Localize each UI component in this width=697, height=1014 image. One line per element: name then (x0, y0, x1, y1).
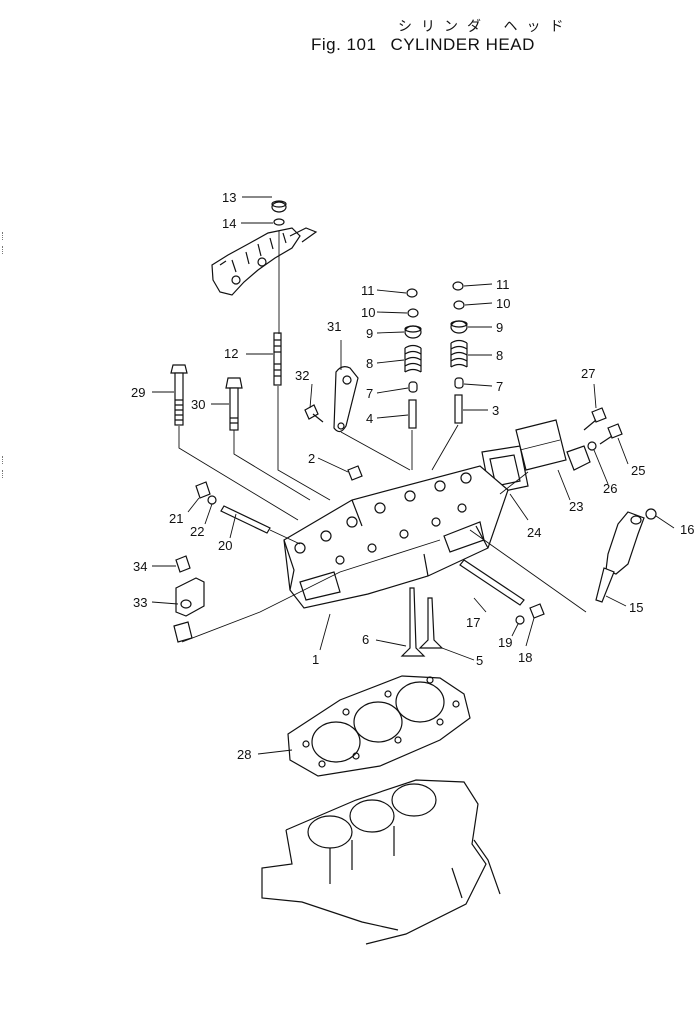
rocker-arm-assembly (211, 200, 318, 296)
callout-1: 1 (312, 652, 319, 667)
scan-mark (2, 456, 5, 464)
figure-caption: CYLINDER HEAD (390, 35, 535, 54)
callout-28: 28 (237, 747, 251, 762)
callout-8-left: 8 (366, 356, 373, 371)
scan-mark (2, 232, 5, 240)
callout-15: 15 (629, 600, 643, 615)
callout-12: 12 (224, 346, 238, 361)
valve-spring-stack-exhaust (450, 281, 468, 424)
callout-11-left: 11 (361, 283, 375, 298)
callout-30: 30 (191, 397, 205, 412)
callout-14: 14 (222, 216, 236, 231)
callout-4: 4 (366, 411, 373, 426)
callout-7-right: 7 (496, 379, 503, 394)
head-stud (273, 332, 282, 386)
callout-3: 3 (492, 403, 499, 418)
callout-labels: 13 14 12 29 30 32 31 11 10 9 8 7 4 11 10… (131, 190, 694, 762)
exhaust-stud (459, 559, 545, 625)
figure-number: Fig. 101 (311, 35, 377, 54)
callout-27: 27 (581, 366, 595, 381)
callout-5: 5 (476, 653, 483, 668)
intake-stud (195, 481, 271, 534)
scan-mark (2, 470, 5, 478)
callout-9-left: 9 (366, 326, 373, 341)
callout-24: 24 (527, 525, 541, 540)
callout-32: 32 (295, 368, 309, 383)
bracket (173, 555, 205, 643)
callout-21: 21 (169, 511, 183, 526)
parts-drawing (170, 200, 657, 945)
cylinder-head (283, 465, 509, 609)
callout-10-left: 10 (361, 305, 375, 320)
lifting-plate (333, 366, 359, 433)
valve-spring-stack-intake (404, 288, 422, 429)
callout-8-right: 8 (496, 348, 503, 363)
figure-title: Fig. 101 CYLINDER HEAD (311, 35, 535, 55)
callout-34: 34 (133, 559, 147, 574)
bolt (225, 377, 243, 431)
callout-11-right: 11 (496, 277, 510, 292)
callout-13: 13 (222, 190, 236, 205)
callout-9-right: 9 (496, 320, 503, 335)
callout-22: 22 (190, 524, 204, 539)
callout-20: 20 (218, 538, 232, 553)
callout-10-right: 10 (496, 296, 510, 311)
plug (347, 465, 363, 481)
scan-mark (2, 246, 5, 254)
callout-16: 16 (680, 522, 694, 537)
callout-29: 29 (131, 385, 145, 400)
callout-18: 18 (518, 650, 532, 665)
callout-7-left: 7 (366, 386, 373, 401)
callout-17: 17 (466, 615, 480, 630)
leader-lines (151, 196, 675, 755)
callout-19: 19 (498, 635, 512, 650)
callout-23: 23 (569, 499, 583, 514)
callout-31: 31 (327, 319, 341, 334)
japanese-title: シリンダ ヘッド (398, 19, 573, 35)
cylinder-block (261, 779, 501, 945)
callout-25: 25 (631, 463, 645, 478)
fuel-injector (595, 508, 657, 603)
head-gasket (287, 675, 471, 777)
callout-6: 6 (362, 632, 369, 647)
valves (400, 587, 444, 657)
callout-2: 2 (308, 451, 315, 466)
small-bolt (304, 404, 324, 423)
long-bolt (170, 364, 188, 426)
callout-33: 33 (133, 595, 147, 610)
callout-26: 26 (603, 481, 617, 496)
cover-bolts (583, 407, 623, 451)
